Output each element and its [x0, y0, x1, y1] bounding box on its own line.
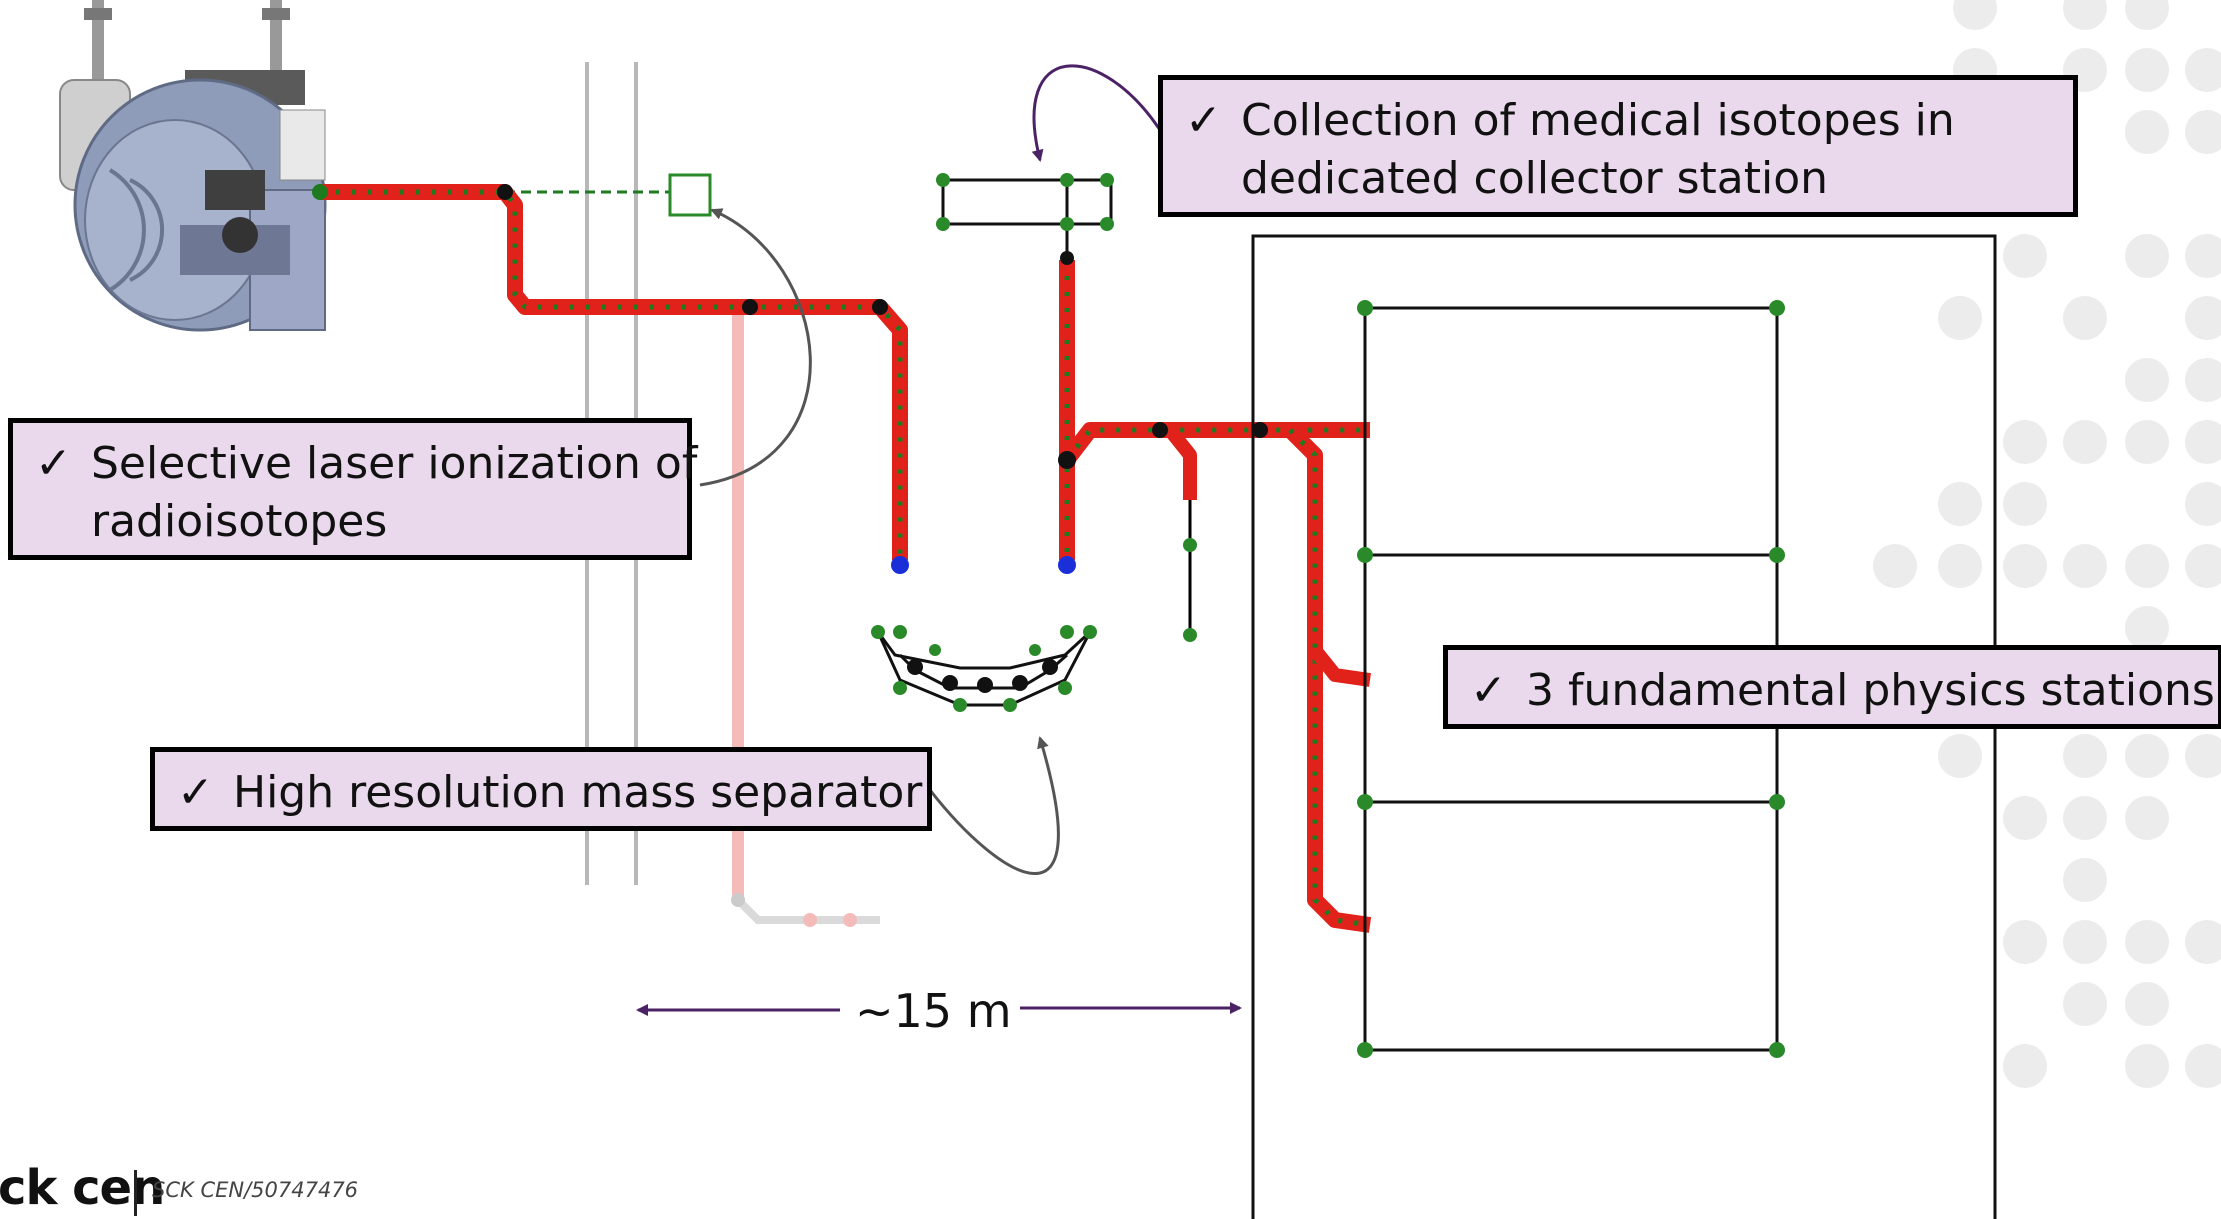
collector-station	[941, 178, 1113, 260]
check-icon: ✓	[1185, 95, 1222, 146]
callout-mass-separator: ✓ High resolution mass separator	[150, 747, 932, 831]
callout-collector-line-2: dedicated collector station	[1241, 153, 1829, 204]
laser-arrow	[699, 208, 812, 487]
collector-arrow	[1031, 64, 1162, 162]
callout-laser-line-2: radioisotopes	[91, 496, 388, 547]
check-icon: ✓	[177, 767, 214, 818]
collector-link	[505, 173, 712, 217]
check-icon: ✓	[1470, 665, 1507, 716]
callout-collector-station: ✓ Collection of medical isotopes in dedi…	[1158, 75, 2078, 217]
callout-physics-line-1: 3 fundamental physics stations	[1526, 665, 2215, 716]
cyclotron-target-image	[59, 0, 327, 332]
background-dot-pattern	[1873, 0, 2221, 1088]
callout-separator-line-1: High resolution mass separator	[233, 767, 923, 818]
beamline-nodes	[312, 184, 1268, 642]
collector-nodes	[936, 173, 1114, 231]
mass-separator-nodes	[871, 625, 1097, 712]
sck-cen-logo: ck cen	[0, 1160, 165, 1216]
distance-label: ~15 m	[855, 984, 1012, 1038]
footer-divider	[134, 1170, 137, 1216]
callout-collector-line-1: Collection of medical isotopes in	[1241, 95, 1955, 146]
callout-laser-line-1: Selective laser ionization of	[91, 438, 698, 489]
separator-arrow	[928, 736, 1060, 875]
check-icon: ✓	[35, 438, 72, 489]
physics-station-nodes	[1357, 300, 1785, 1058]
callout-physics-stations: ✓ 3 fundamental physics stations	[1443, 645, 2221, 729]
document-reference: SCK CEN/50747476	[152, 1178, 359, 1202]
callout-laser-ionization: ✓ Selective laser ionization of radioiso…	[8, 418, 698, 560]
